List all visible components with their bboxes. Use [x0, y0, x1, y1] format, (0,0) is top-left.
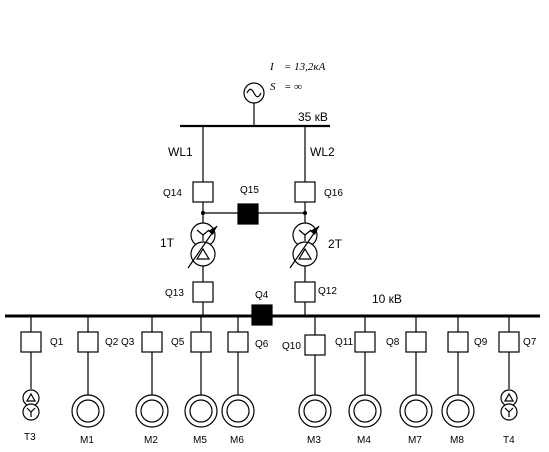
- source-power-symbol: S: [270, 81, 276, 93]
- breaker-q15[interactable]: [237, 203, 259, 225]
- breaker-q13[interactable]: [192, 281, 214, 303]
- motor-m5-icon: [184, 394, 218, 428]
- breaker-q9-label: Q9: [474, 337, 488, 348]
- breaker-q15-label: Q15: [240, 185, 259, 196]
- breaker-q2[interactable]: [77, 331, 99, 353]
- transformer-t4-icon: [500, 389, 518, 421]
- breaker-q13-label: Q13: [165, 288, 184, 299]
- breaker-q10[interactable]: [304, 334, 326, 356]
- transformer-2t-label: 2T: [328, 237, 343, 251]
- breaker-q5[interactable]: [190, 331, 212, 353]
- load-t3-label: T3: [24, 432, 36, 443]
- breaker-q7[interactable]: [498, 331, 520, 353]
- motor-m2-icon: [135, 394, 169, 428]
- load-m2-label: M2: [144, 435, 158, 446]
- breaker-q8[interactable]: [405, 331, 427, 353]
- source-current-value: = 13,2кА: [284, 61, 326, 73]
- breaker-q7-label: Q7: [523, 337, 537, 348]
- breaker-q14[interactable]: [192, 181, 214, 203]
- motor-m4-icon: [348, 394, 382, 428]
- breaker-q12-label: Q12: [318, 286, 337, 297]
- breaker-q5-label: Q5: [171, 337, 185, 348]
- load-m7-label: M7: [408, 435, 422, 446]
- motor-m6-icon: [221, 394, 255, 428]
- motor-m3-icon: [298, 394, 332, 428]
- breaker-q2-label: Q2: [105, 337, 119, 348]
- breaker-q11-label: Q11: [335, 337, 354, 348]
- load-m3-label: M3: [307, 435, 321, 446]
- breaker-q10-label: Q10: [282, 341, 301, 352]
- breaker-q11[interactable]: [354, 331, 376, 353]
- breaker-q14-label: Q14: [163, 188, 182, 199]
- load-m4-label: M4: [357, 435, 371, 446]
- transformer-1t-label: 1T: [160, 236, 175, 250]
- breaker-q6[interactable]: [227, 331, 249, 353]
- load-t4-label: T4: [503, 435, 515, 446]
- line-wl2-label: WL2: [310, 145, 335, 159]
- bus-10kv-label: 10 кВ: [372, 292, 402, 306]
- transformer-2t-icon: [289, 222, 320, 269]
- breaker-q4-label: Q4: [255, 290, 269, 301]
- motor-m1-icon: [71, 394, 105, 428]
- load-m6-label: M6: [230, 435, 244, 446]
- transformer-t3-icon: [22, 389, 40, 421]
- breaker-q6-label: Q6: [255, 339, 269, 350]
- motor-m8-icon: [441, 394, 475, 428]
- breaker-q8-label: Q8: [386, 337, 400, 348]
- breaker-q9[interactable]: [447, 331, 469, 353]
- breaker-q16-label: Q16: [324, 188, 343, 199]
- breaker-q3-label: Q3: [121, 337, 135, 348]
- generator-icon: [243, 82, 265, 104]
- breaker-q12[interactable]: [294, 281, 316, 303]
- motor-m7-icon: [399, 394, 433, 428]
- breaker-q3[interactable]: [141, 331, 163, 353]
- line-wl1-label: WL1: [168, 145, 193, 159]
- transformer-1t-icon: [187, 222, 218, 269]
- bus-35kv-label: 35 кВ: [298, 110, 328, 124]
- breaker-q4[interactable]: [251, 304, 273, 326]
- breaker-q16[interactable]: [294, 181, 316, 203]
- load-m1-label: M1: [80, 435, 94, 446]
- source-current-symbol: I: [269, 61, 275, 73]
- breaker-q1-label: Q1: [50, 337, 64, 348]
- breaker-q1[interactable]: [20, 331, 42, 353]
- load-m8-label: M8: [450, 435, 464, 446]
- load-m5-label: M5: [193, 435, 207, 446]
- source-power-value: = ∞: [284, 81, 302, 93]
